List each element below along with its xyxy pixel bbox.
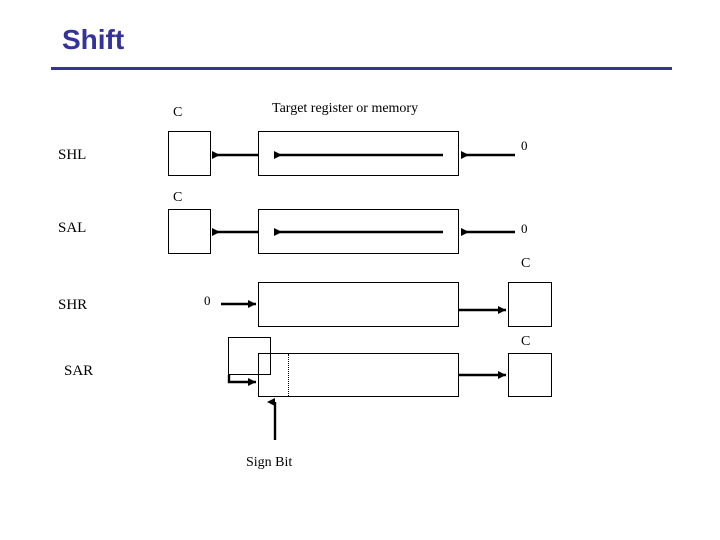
- carry-caption-sar: C: [521, 334, 531, 349]
- target-register-caption: Target register or memory: [272, 101, 419, 116]
- page-title: Shift: [62, 24, 125, 55]
- carry-box-sar: [508, 353, 552, 397]
- register-box-shr: [258, 282, 459, 327]
- title-divider: [51, 67, 672, 70]
- sign-bit-label: Sign Bit: [246, 455, 293, 470]
- carry-box-sal: [168, 209, 211, 254]
- sign-bit-divider-sar: [288, 354, 289, 396]
- carry-caption-shl: C: [173, 105, 183, 120]
- arrow-sar-sign-extend: [227, 375, 256, 386]
- register-box-shl: [258, 131, 459, 176]
- sign-extend-box-sar: [228, 337, 271, 375]
- carry-box-shl: [168, 131, 211, 176]
- register-box-sal: [258, 209, 459, 254]
- input-bit-sal: 0: [521, 221, 528, 236]
- input-bit-shl: 0: [521, 138, 528, 153]
- row-label-sar: SAR: [64, 363, 94, 379]
- row-label-shl: SHL: [58, 147, 87, 163]
- carry-caption-sal: C: [173, 190, 183, 205]
- carry-box-shr: [508, 282, 552, 327]
- carry-caption-shr: C: [521, 256, 531, 271]
- row-label-shr: SHR: [58, 297, 88, 313]
- register-box-sar: [258, 353, 459, 397]
- row-label-sal: SAL: [58, 220, 87, 236]
- input-bit-shr: 0: [204, 293, 211, 308]
